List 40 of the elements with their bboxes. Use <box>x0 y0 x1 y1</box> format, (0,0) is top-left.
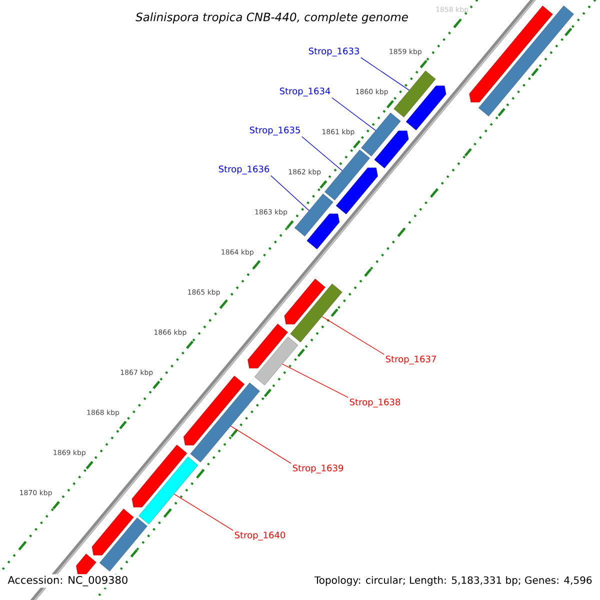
gene-bar <box>138 456 198 524</box>
gene-bar <box>394 70 436 118</box>
gene-label: Strop_1636 <box>218 166 270 174</box>
gene-label: Strop_1638 <box>350 398 400 408</box>
gene-feature <box>306 214 340 250</box>
gene-bar <box>290 284 342 342</box>
gene-feature <box>184 376 245 446</box>
gene-feature <box>469 6 553 102</box>
gene-label: Strop_1637 <box>386 356 436 364</box>
gene-feature <box>92 508 134 556</box>
genome-info-text: Topology: circular; Length: 5,183,331 bp; Genes: 4,596 <box>312 574 594 588</box>
leader-line <box>230 426 292 464</box>
gene-feature <box>336 168 378 214</box>
gene-feature <box>406 86 446 130</box>
gene-bar <box>361 112 401 156</box>
gene-label: Strop_1639 <box>292 464 344 474</box>
accession-text: Accession: NC_009380 <box>6 574 130 588</box>
leader-line <box>360 57 410 91</box>
gene-bar <box>254 336 298 386</box>
gene-feature <box>248 324 288 368</box>
leader-line <box>282 364 348 398</box>
gene-bar <box>294 194 334 236</box>
gene-bar <box>324 150 370 200</box>
gene-feature <box>284 278 326 324</box>
gene-bar <box>478 6 574 116</box>
gene-label: Strop_1633 <box>308 48 359 56</box>
gene-label: Strop_1635 <box>250 126 300 136</box>
gene-feature <box>374 130 409 168</box>
leader-line <box>302 136 342 172</box>
leader-line <box>270 175 310 211</box>
gene-feature <box>76 554 96 574</box>
gene-bar <box>190 382 260 462</box>
gene-feature <box>132 444 188 508</box>
gene-bar <box>99 518 148 572</box>
title: Salinispora tropica CNB-440, complete genome <box>134 11 410 25</box>
gene-label: Strop_1640 <box>234 532 286 540</box>
gene-label: Strop_1634 <box>280 88 330 96</box>
leader-line <box>174 494 234 531</box>
leader-line <box>322 316 384 355</box>
leader-line <box>332 97 376 131</box>
